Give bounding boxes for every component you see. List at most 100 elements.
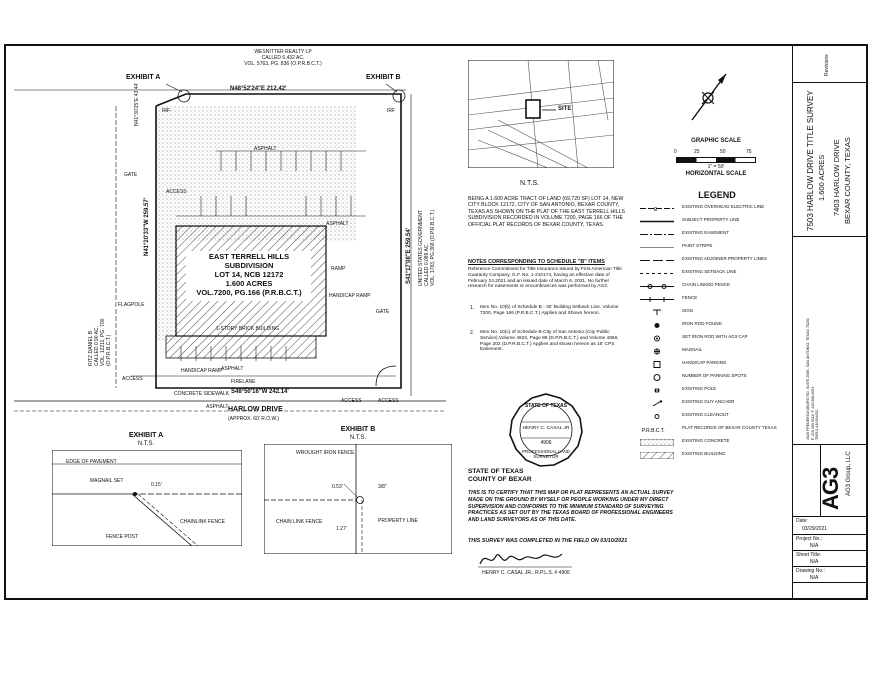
seal-number: 4906	[540, 440, 552, 446]
legend-item: EXISTING ADJOINER PROPERTY LINES	[640, 254, 790, 267]
legend-label: IRON ROD FOUND	[682, 321, 722, 326]
site-marker	[525, 99, 541, 119]
site-label: SITE	[558, 106, 572, 112]
exhibit-b-callout	[392, 89, 406, 103]
east-owner: UNITED STATES GOVERNMENT CALLED 0.089 AC…	[418, 209, 436, 286]
north-bearing: N48°52'24"E 212.42'	[230, 86, 287, 92]
vicinity-map	[468, 60, 614, 168]
scale-tick-1: 25	[694, 149, 700, 155]
handicap-ramp-label: HANDICAP RAMP	[329, 293, 371, 299]
cert-completed: THIS SURVEY WAS COMPLETED IN THE FIELD O…	[468, 538, 628, 544]
survey-sheet: EXHIBIT A EXHIBIT B WESNITTER REALTY LP …	[4, 44, 868, 600]
legend-label: EXISTING BUILDING	[682, 451, 726, 456]
legend-item: P.R.B.C.T. PLAT RECORDS OF BEXAR COUNTY …	[640, 423, 790, 436]
exhibit-b-nts: N.T.S.	[349, 435, 367, 441]
gate-label-east: GATE	[376, 309, 390, 315]
site-plan	[14, 83, 446, 412]
exhibit-b-label-dist1: 1.27'	[336, 526, 347, 532]
drawing-no-label: Drawing No.:	[796, 568, 825, 574]
legend-label: EXISTING OVERHEAD ELECTRIC LINE	[682, 204, 765, 209]
legend-item: FENCE	[640, 293, 790, 306]
lot-info: EAST TERRELL HILLS SUBDIVISION LOT 14, N…	[184, 252, 314, 297]
exhibit-a-nts: N.T.S.	[137, 441, 155, 447]
title-block	[792, 46, 866, 598]
svg-text:P.R.B.C.T.: P.R.B.C.T.	[642, 428, 665, 433]
legend-label: SET IRON ROD WITH AG3 CAP	[682, 334, 748, 339]
asphalt-label-south: ASPHALT	[221, 366, 244, 372]
property-boundary	[155, 93, 402, 389]
legend-label: EXISTING ADJOINER PROPERTY LINES	[682, 256, 767, 261]
legal-description: BEING A 1.600 ACRE TRACT OF LAND (69,720…	[468, 196, 625, 228]
asphalt-label-east: ASPHALT	[326, 221, 349, 227]
legend-title: LEGEND	[698, 190, 736, 200]
exhibit-b-drawing	[264, 444, 452, 554]
note-1: Item No. 10(b) of Schedule B - 30' Build…	[480, 305, 619, 316]
note-1-bullet: 1.	[470, 305, 475, 311]
legend-item: EXISTING CONCRETE	[640, 436, 790, 449]
scale-title: GRAPHIC SCALE	[691, 138, 741, 144]
south-bearing: S48°50'16"W 242.14'	[231, 389, 289, 395]
legend-label: EXISTING CONCRETE	[682, 438, 730, 443]
legend-item: EXISTING GUY ANCHOR	[640, 397, 790, 410]
lot-acres: 1.600 ACRES	[225, 279, 273, 288]
seal-bottom: PROFESSIONAL LAND SURVEYOR	[521, 449, 571, 459]
sheet-title-label: Sheet Title:	[796, 552, 822, 558]
asphalt-label-north: ASPHALT	[254, 146, 277, 152]
legend-item: E EXISTING OVERHEAD ELECTRIC LINE	[640, 202, 790, 215]
date-value: 03/29/2021	[802, 526, 828, 532]
exhibit-b-title: EXHIBIT B	[340, 426, 376, 433]
irf-label-nw: IRF	[162, 108, 171, 114]
sheet-title-value: N/A	[810, 559, 819, 565]
legend-label: HANDICAP PARKING	[682, 360, 727, 365]
project-no-label: Project No.:	[796, 536, 823, 542]
access-label-se: ACCESS	[378, 398, 399, 404]
legend-label: EXISTING SETBACK LINE	[682, 269, 737, 274]
project-no-value: N/A	[810, 543, 819, 549]
street-name: HARLOW DRIVE	[228, 406, 283, 413]
concrete-sidewalk-label: CONCRETE SIDEWALK	[174, 391, 230, 397]
project-address: 7403 HARLOW DRIVE	[832, 139, 841, 216]
building-label: 1-STORY BRICK BUILDING	[216, 326, 280, 332]
nw-bearing: N41°30'25"E 43.44'	[134, 82, 140, 126]
east-bearing: S41°17'08"E 259.54'	[406, 227, 412, 284]
west-bearing: N41°20'33"W 259.57'	[144, 197, 150, 256]
scale-bar	[676, 157, 756, 163]
legend-label: PAINT STRIPE	[682, 243, 713, 248]
ramp-label: RAMP	[331, 266, 346, 272]
exhibit-a-label-edge: EDGE OF PAVEMENT	[66, 459, 117, 465]
exhibit-a-drawing	[52, 450, 242, 546]
asphalt-label-street: ASPHALT	[206, 404, 229, 410]
project-county: BEXAR COUNTY, TEXAS	[843, 137, 852, 224]
signature	[478, 553, 572, 568]
scale-subtitle: HORIZONTAL SCALE	[685, 171, 747, 177]
legend-label: EXISTING CLEANOUT	[682, 412, 729, 417]
legend-item: EXISTING EASEMENT	[640, 228, 790, 241]
gate-label-west: GATE	[124, 172, 138, 178]
exhibit-a-label-post: FENCE POST	[106, 534, 138, 540]
legend-item: CHAIN LINKED FENCE	[640, 280, 790, 293]
handicap-ramp-label-south: HANDICAP RAMP	[181, 368, 223, 374]
note-2: Item No. 10(c) of Schedule B-City of San…	[480, 330, 619, 353]
flagpole-label: FLAGPOLE	[118, 302, 145, 308]
legend-item: HANDICAP PARKING	[640, 358, 790, 371]
cert-county: COUNTY OF BEXAR	[468, 476, 532, 483]
access-label-sw: ACCESS	[122, 376, 143, 382]
cert-signer: HENRY C. CASAL JR., R.P.L.S. # 4906	[482, 570, 570, 576]
legend-item: MAGNAIL	[640, 345, 790, 358]
exhibit-a-label-magnail: MAGNAIL SET	[90, 478, 124, 484]
project-title: 7503 HARLOW DRIVE TITLE SURVEY	[806, 90, 815, 231]
legend-label: EXISTING EASEMENT	[682, 230, 730, 235]
subdivision-name: EAST TERRELL HILLS SUBDIVISION	[208, 252, 290, 270]
scale-unit: 1" = 50'	[707, 164, 725, 170]
notes-title: NOTES CORRESPONDING TO SCHEDULE "B" ITEM…	[468, 259, 605, 265]
irf-label-ne: IRF	[387, 108, 396, 114]
lot-volume: VOL.7200, PG.166 (P.R.B.C.T.)	[196, 288, 302, 297]
scale-tick-0: 0	[674, 149, 677, 155]
legend-label: NUMBER OF PARKING SPOTS	[682, 373, 747, 378]
access-label-west: ACCESS	[166, 189, 187, 195]
firelane-label: FIRELANE	[231, 379, 256, 385]
legend-item: SUBJECT PROPERTY LINE	[640, 215, 790, 228]
exhibit-b-label-dist2: 0.53'	[332, 484, 343, 490]
project-acres: 1.600 ACRES	[817, 154, 826, 201]
legend-label: SUBJECT PROPERTY LINE	[682, 217, 740, 222]
